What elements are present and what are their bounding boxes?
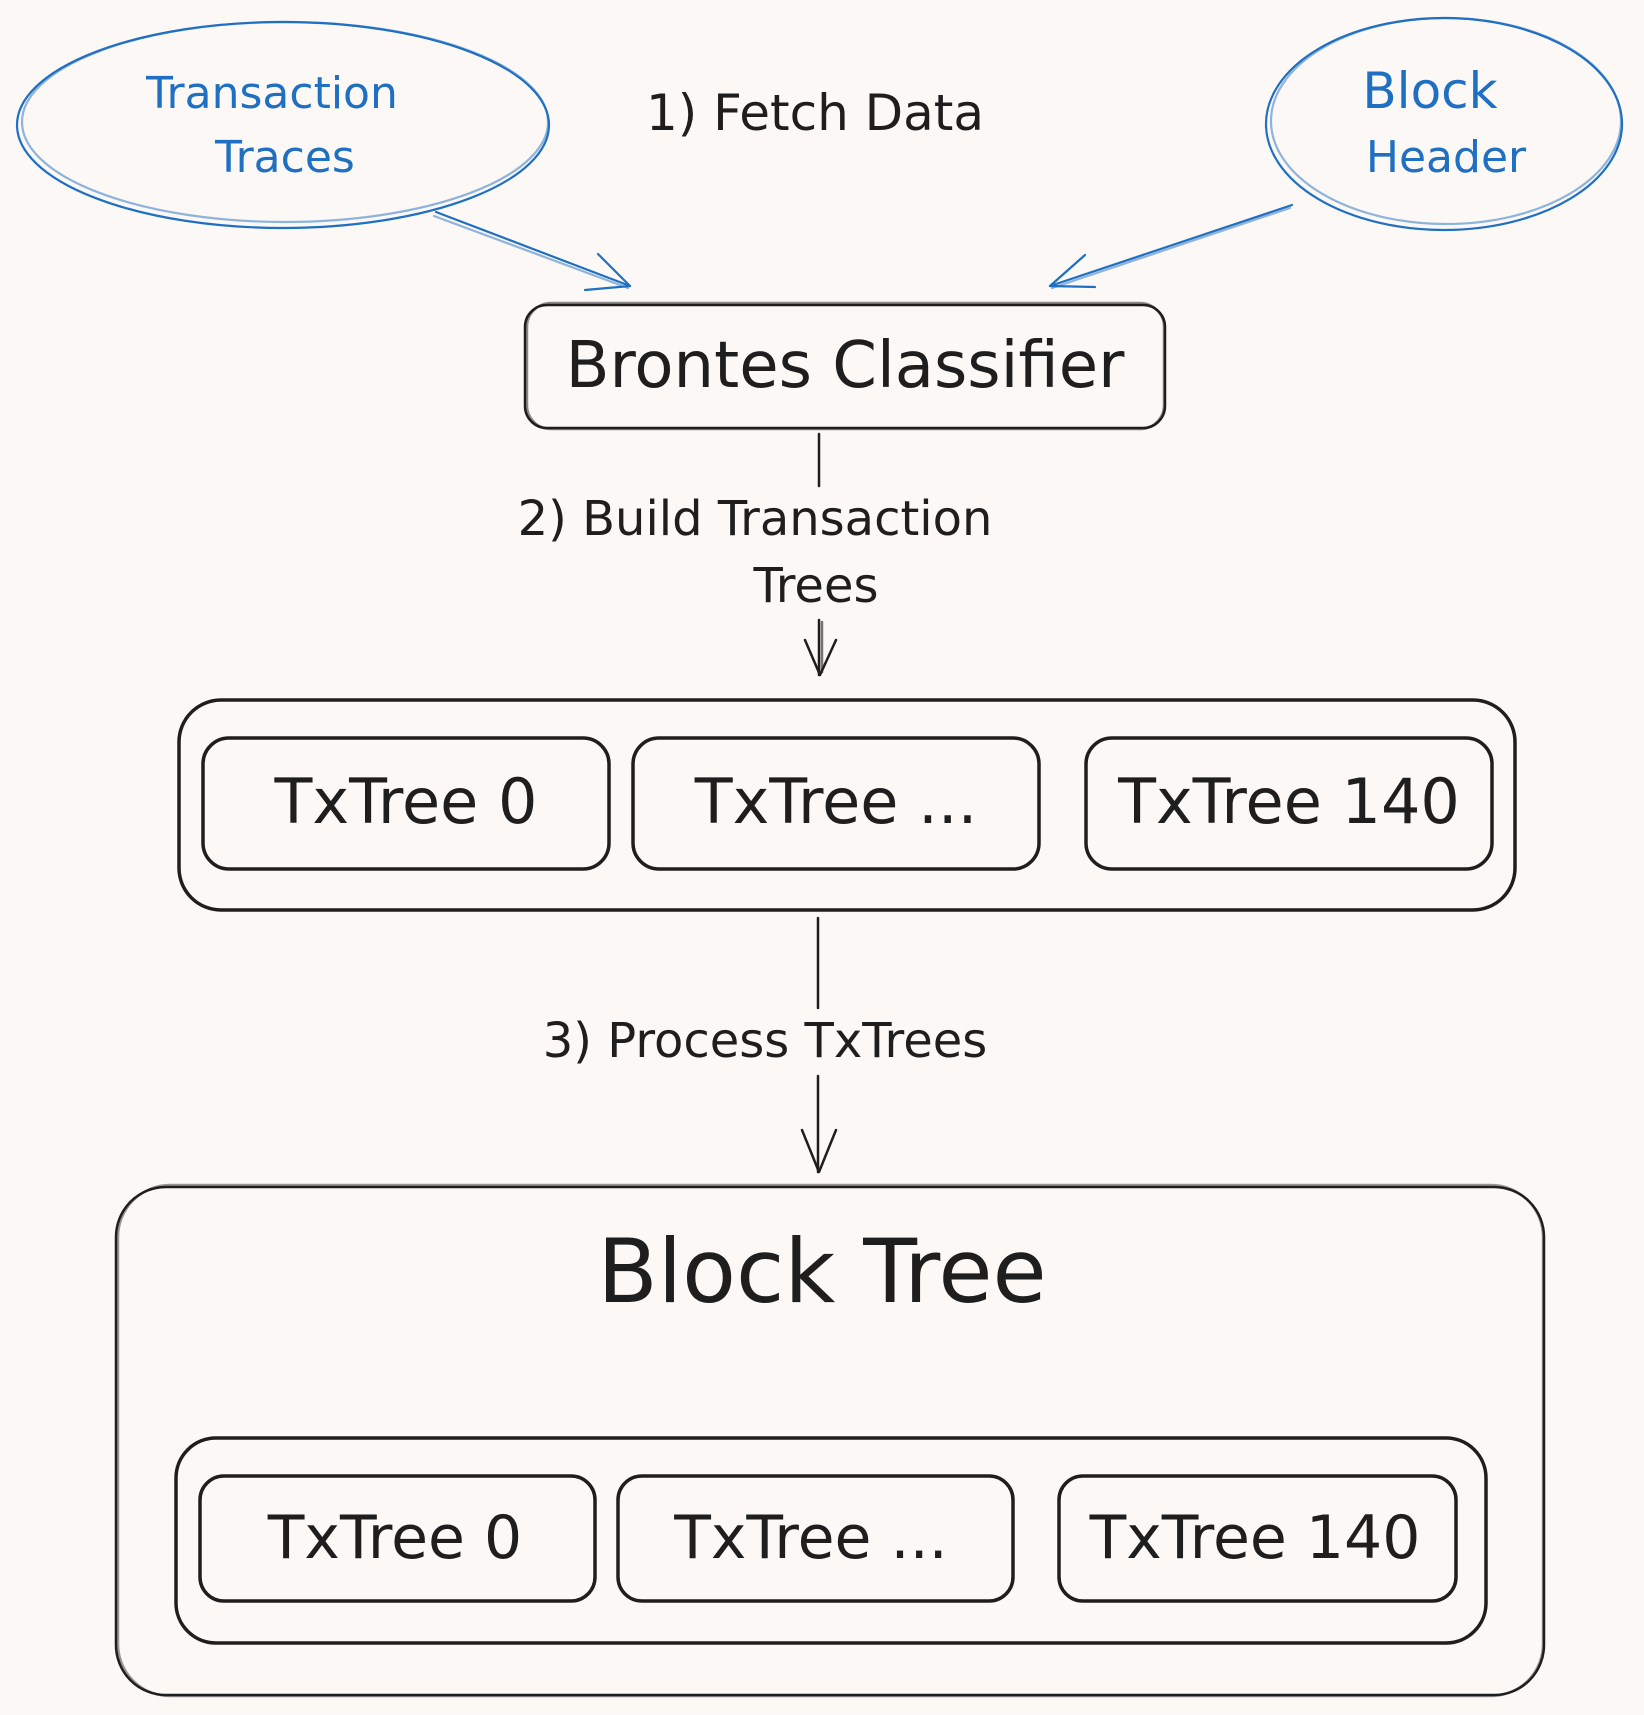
transaction-traces-line-1: Transaction	[145, 68, 398, 119]
block-header-ellipse-sketch	[1269, 16, 1623, 226]
tx-trees-row: TxTree 0 TxTree ... TxTree 140	[177, 698, 1517, 912]
arrow-traces-to-classifier	[432, 210, 632, 292]
arrow-build-to-txtrees	[803, 618, 838, 677]
block-tree-tx-tree-card-0: TxTree 0	[198, 1474, 597, 1603]
block-tree-tx-tree-card-2: TxTree 140	[1057, 1474, 1458, 1603]
step-process-label: 3) Process TxTrees	[543, 1013, 988, 1069]
step-fetch-label: 1) Fetch Data	[646, 84, 984, 142]
block-tree-tx-trees-row: TxTree 0 TxTree ... TxTree 140	[174, 1436, 1488, 1645]
step-build-label-line-2: Trees	[752, 558, 878, 614]
block-tree-tx-tree-label-0: TxTree 0	[267, 1503, 522, 1573]
classifier-box-sketch	[525, 301, 1166, 431]
transaction-traces-ellipse-sketch	[20, 20, 550, 224]
block-tree-node: Block Tree TxTree 0 TxTree ... TxTree 14…	[114, 1183, 1546, 1698]
block-header-line-1: Block	[1362, 62, 1497, 120]
block-header-node: Block Header	[1264, 16, 1624, 232]
brontes-classifier-node: Brontes Classifier	[523, 301, 1167, 431]
tx-tree-label-0: TxTree 0	[274, 765, 538, 838]
tx-tree-label-1: TxTree ...	[694, 765, 978, 838]
block-tree-box	[114, 1185, 1546, 1697]
block-tree-tx-tree-label-2: TxTree 140	[1089, 1503, 1421, 1573]
tx-tree-card-2: TxTree 140	[1084, 736, 1494, 871]
block-tree-box-sketch	[116, 1183, 1545, 1698]
block-tree-tx-tree-label-1: TxTree ...	[673, 1503, 947, 1573]
block-tree-title: Block Tree	[597, 1220, 1046, 1323]
arrow-process-to-block-tree	[800, 1074, 838, 1174]
classifier-label: Brontes Classifier	[566, 329, 1126, 403]
transaction-traces-node: Transaction Traces	[15, 20, 551, 230]
tx-tree-card-1: TxTree ...	[631, 736, 1041, 871]
transaction-traces-line-2: Traces	[214, 132, 355, 183]
tx-tree-card-0: TxTree 0	[201, 736, 611, 871]
tx-trees-container	[177, 698, 1517, 912]
step-build-label-line-1: 2) Build Transaction	[518, 491, 993, 547]
block-header-line-2: Header	[1366, 132, 1527, 183]
block-tree-tx-trees-container	[174, 1436, 1488, 1645]
arrow-header-to-classifier	[1048, 203, 1294, 290]
tx-tree-label-2: TxTree 140	[1117, 765, 1460, 838]
block-tree-tx-tree-card-1: TxTree ...	[616, 1474, 1015, 1603]
